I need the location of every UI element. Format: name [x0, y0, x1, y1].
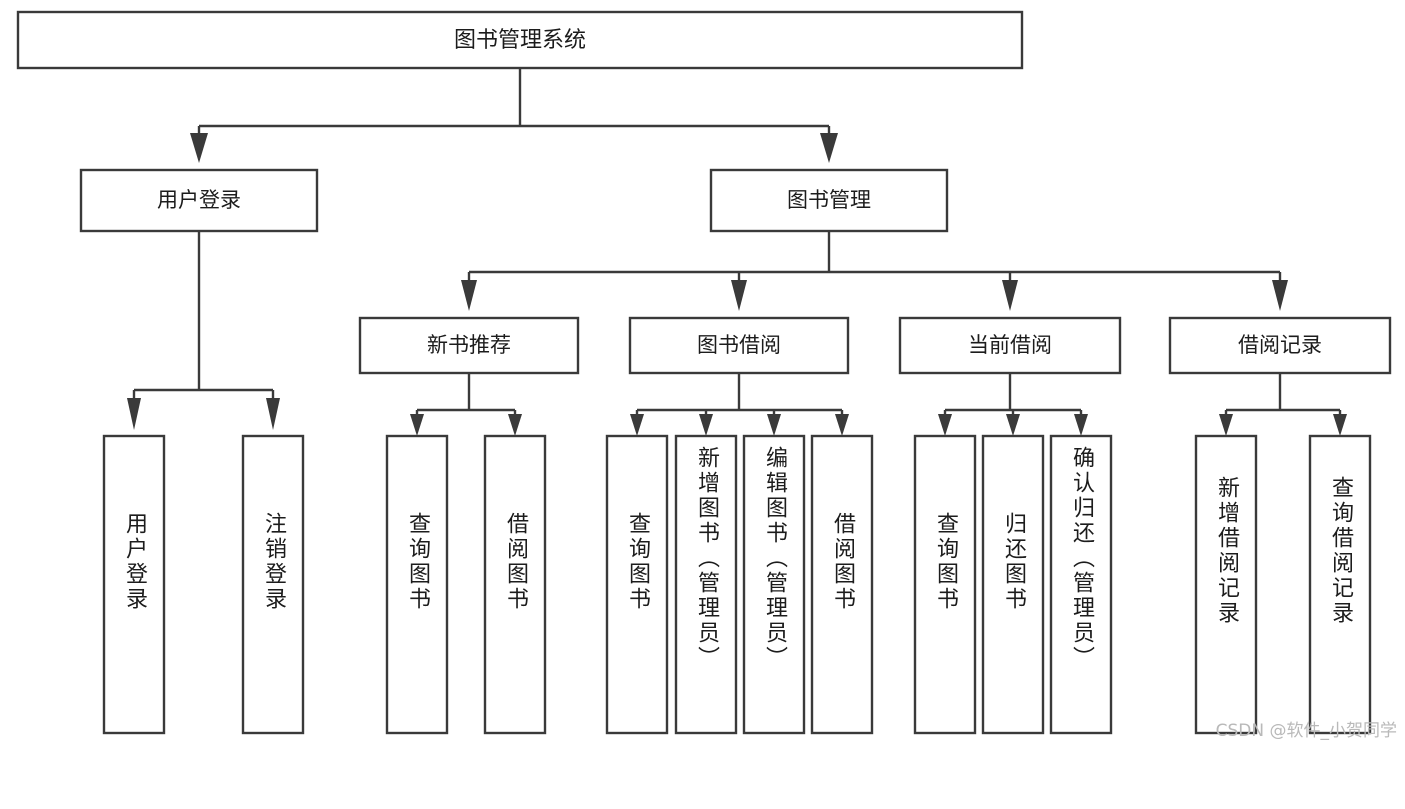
node-book-borrow-label: 图书借阅	[697, 333, 781, 357]
node-root[interactable]: 图书管理系统	[16, 10, 1024, 70]
arrow-to-user-login	[190, 133, 208, 163]
node-book-manage-box[interactable]	[709, 168, 949, 233]
node-book-manage-label: 图书管理	[787, 188, 871, 212]
arrow-to-leaf-return-book	[1006, 414, 1020, 436]
leaf-box-query-book-2[interactable]	[605, 434, 669, 735]
arrow-to-leaf-query-book-2	[630, 414, 644, 436]
arrow-to-leaf-borrow-book-1	[508, 414, 522, 436]
node-book-borrow-box[interactable]	[628, 316, 850, 375]
node-new-book-recommend-label: 新书推荐	[427, 333, 511, 357]
node-borrow-record-box[interactable]	[1168, 316, 1392, 375]
node-user-login-box[interactable]	[79, 168, 319, 233]
arrow-to-leaf-add-book	[699, 414, 713, 436]
connector-root-to-level1	[190, 68, 838, 163]
leaf-boxes	[102, 434, 1372, 735]
leaf-box-return-book[interactable]	[981, 434, 1045, 735]
node-current-borrow-label: 当前借阅	[968, 333, 1052, 357]
connector-user-login-to-leaves	[127, 231, 280, 430]
node-borrow-record-label: 借阅记录	[1238, 333, 1322, 357]
node-current-borrow-box[interactable]	[898, 316, 1122, 375]
leaf-box-add-record[interactable]	[1194, 434, 1258, 735]
leaf-box-borrow-book-1[interactable]	[483, 434, 547, 735]
node-new-book-recommend[interactable]: 新书推荐	[358, 316, 580, 375]
arrow-to-leaf-query-record	[1333, 414, 1347, 436]
arrow-to-leaf-confirm-return	[1074, 414, 1088, 436]
arrow-to-book-borrow	[731, 280, 747, 311]
connector-book-manage-to-level2	[461, 231, 1288, 311]
node-root-label: 图书管理系统	[454, 28, 586, 53]
leaf-box-confirm-return[interactable]	[1049, 434, 1113, 735]
connector-borrow-record-to-leaves	[1219, 373, 1347, 436]
leaf-box-add-book[interactable]	[674, 434, 738, 735]
leaf-box-edit-book[interactable]	[742, 434, 806, 735]
leaf-box-query-book-1[interactable]	[385, 434, 449, 735]
arrow-to-new-book-recommend	[461, 280, 477, 311]
arrow-to-leaf-query-book-3	[938, 414, 952, 436]
node-current-borrow[interactable]: 当前借阅	[898, 316, 1122, 375]
arrow-to-current-borrow	[1002, 280, 1018, 311]
arrow-to-leaf-edit-book	[767, 414, 781, 436]
watermark-text: CSDN @软件_小贺同学	[1215, 721, 1397, 741]
arrow-to-book-manage	[820, 133, 838, 163]
tree-diagram-svg: 图书管理系统 用户登录 图书管理 新书推荐 图书借阅 当前借阅 借阅记录	[16, 10, 1392, 735]
connector-new-book-recommend-to-leaves	[410, 373, 522, 436]
arrow-to-leaf-add-record	[1219, 414, 1233, 436]
connector-book-borrow-to-leaves	[630, 373, 849, 436]
connector-current-borrow-to-leaves	[938, 373, 1088, 436]
leaf-box-query-book-3[interactable]	[913, 434, 977, 735]
node-user-login[interactable]: 用户登录	[79, 168, 319, 233]
diagram-canvas: 图书管理系统 用户登录 图书管理 新书推荐 图书借阅 当前借阅 借阅记录	[16, 10, 1397, 741]
node-new-book-recommend-box[interactable]	[358, 316, 580, 375]
leaf-box-user-login[interactable]	[102, 434, 166, 735]
leaf-box-borrow-book-2[interactable]	[810, 434, 874, 735]
node-borrow-record[interactable]: 借阅记录	[1168, 316, 1392, 375]
node-book-manage[interactable]: 图书管理	[709, 168, 949, 233]
leaf-box-logout[interactable]	[241, 434, 305, 735]
leaf-box-query-record[interactable]	[1308, 434, 1372, 735]
arrow-to-leaf-query-book-1	[410, 414, 424, 436]
arrow-to-leaf-logout	[266, 398, 280, 430]
node-book-borrow[interactable]: 图书借阅	[628, 316, 850, 375]
arrow-to-borrow-record	[1272, 280, 1288, 311]
arrow-to-leaf-borrow-book-2	[835, 414, 849, 436]
node-user-login-label: 用户登录	[157, 188, 241, 212]
arrow-to-leaf-user-login	[127, 398, 141, 430]
node-root-box[interactable]	[16, 10, 1024, 70]
